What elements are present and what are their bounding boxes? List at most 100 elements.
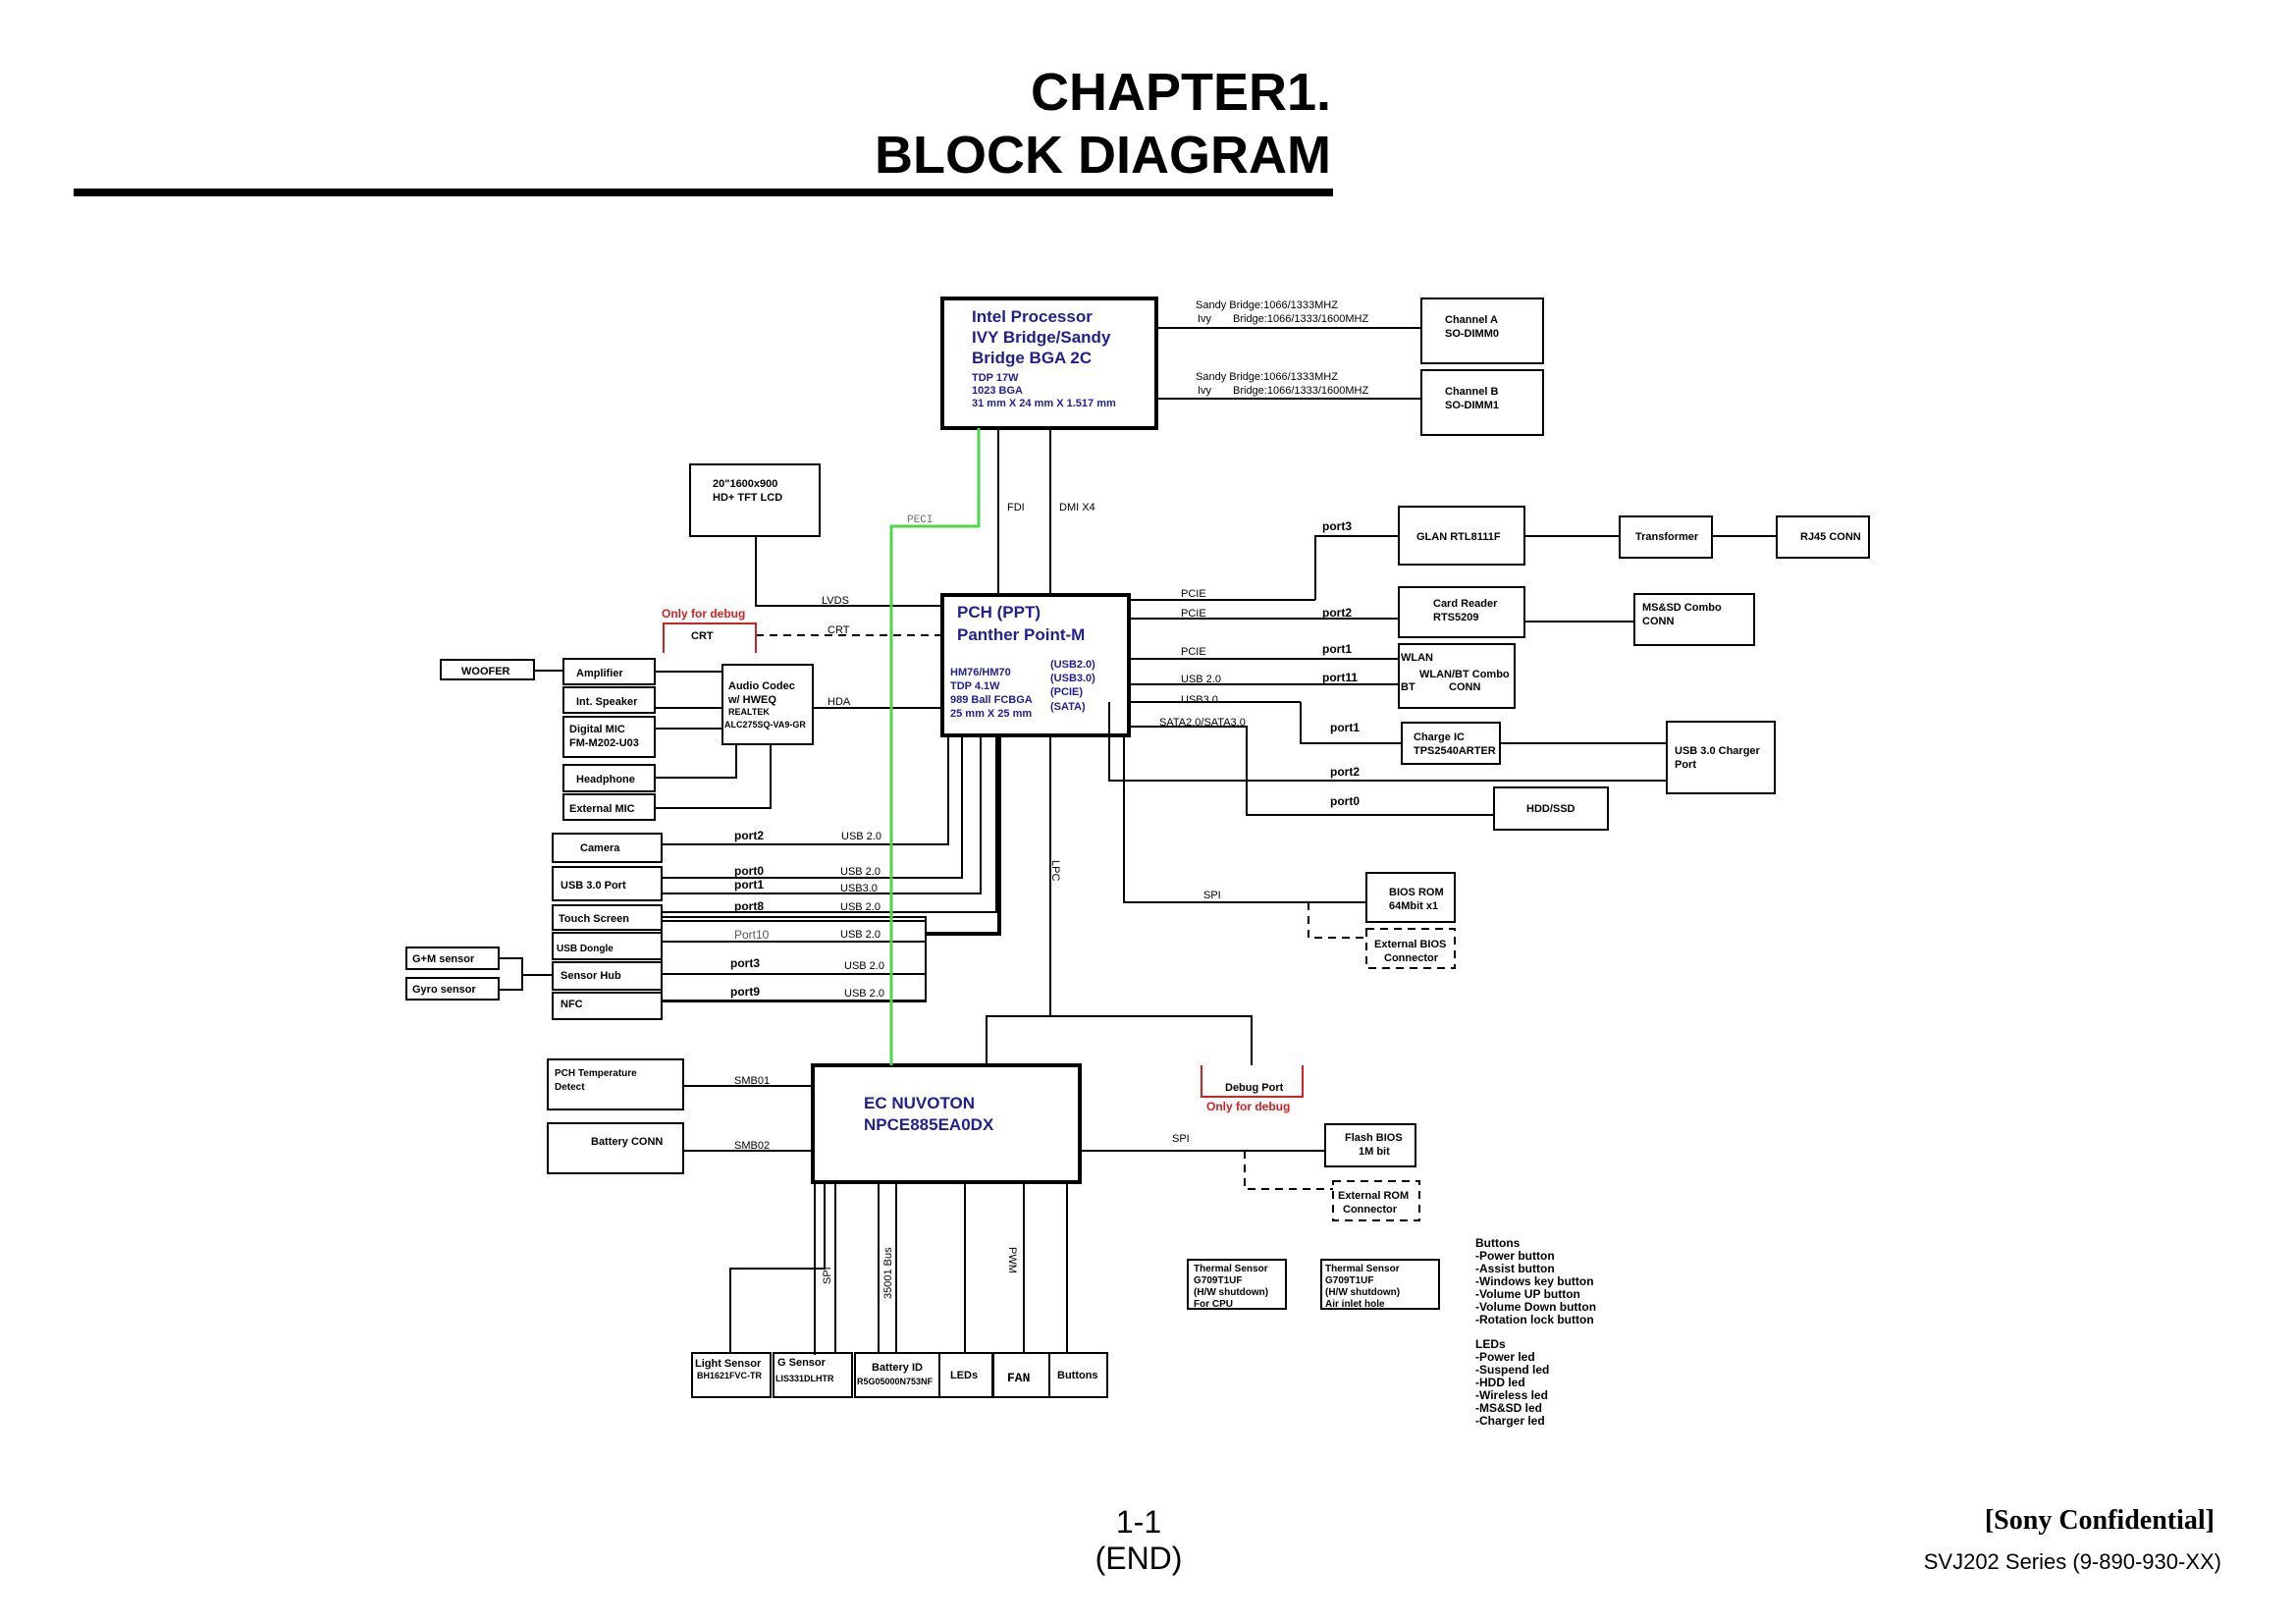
- flash-spi-label: SPI: [1172, 1133, 1190, 1145]
- port3-right: port3: [1322, 519, 1352, 533]
- leds-legend-line: LEDs: [1475, 1337, 1506, 1351]
- chapter-line: CHAPTER1.: [1030, 63, 1331, 122]
- chapter-title: CHAPTER1. BLOCK DIAGRAM: [785, 61, 1331, 187]
- buttons-legend-line: -Rotation lock button: [1475, 1313, 1594, 1326]
- light-sensor-label: Light Sensor: [695, 1358, 762, 1370]
- nfc-label: NFC: [561, 999, 583, 1010]
- port0-hdd: port0: [1330, 794, 1360, 808]
- lpc-label: LPC: [1049, 860, 1061, 881]
- buttons-legend-line: -Volume Down button: [1475, 1300, 1596, 1314]
- digital-mic-label: Digital MIC: [569, 724, 625, 735]
- cpu-label-3: Bridge BGA 2C: [972, 349, 1092, 367]
- port3-left: port3: [730, 956, 760, 970]
- cpu-label-2: IVY Bridge/Sandy: [972, 328, 1111, 347]
- flash-bios-box: [1324, 1123, 1416, 1167]
- card-reader-label: Card Reader: [1433, 598, 1498, 610]
- charge-ic-model: TPS2540ARTER: [1414, 745, 1496, 757]
- channel-a-dimm: SO-DIMM0: [1445, 328, 1499, 340]
- usb-charger-box: [1666, 721, 1776, 794]
- fdi-label: FDI: [1007, 502, 1025, 514]
- mem-b-ivy: Ivy: [1198, 385, 1212, 397]
- ext-rom-box: [1332, 1180, 1420, 1221]
- port2-left: port2: [734, 829, 764, 842]
- bus35-label: 35001 Bus: [882, 1247, 894, 1299]
- battery-id-model: R5G05000N753NF: [857, 1377, 934, 1386]
- thermal-air-shutdown: (H/W shutdown): [1325, 1287, 1400, 1298]
- port9-left: port9: [730, 985, 760, 999]
- usb3-port-label: USB 3.0 Port: [561, 880, 626, 892]
- port8-left: port8: [734, 899, 764, 913]
- hdd-label: HDD/SSD: [1526, 803, 1575, 815]
- confidential-label: [Sony Confidential]: [1984, 1505, 2215, 1536]
- gyro-sensor-label: Gyro sensor: [412, 984, 477, 996]
- ext-bios-label: External BIOS: [1374, 939, 1446, 950]
- channel-a-box: [1420, 298, 1544, 364]
- mem-b-speed-2: Bridge:1066/1333/1600MHZ: [1233, 385, 1368, 397]
- dmi-label: DMI X4: [1059, 502, 1095, 514]
- cpu-spec-3: 31 mm X 24 mm X 1.517 mm: [972, 398, 1116, 409]
- wlan-bt-label: WLAN/BT Combo: [1419, 669, 1510, 680]
- leds-legend-line: -HDD led: [1475, 1376, 1525, 1389]
- sata-label: SATA2.0/SATA3.0: [1159, 717, 1246, 729]
- pch-spec-1: HM76/HM70: [950, 667, 1011, 678]
- buttons-legend-line: -Assist button: [1475, 1262, 1555, 1275]
- rj45-label: RJ45 CONN: [1800, 531, 1861, 543]
- flash-bios-size: 1M bit: [1359, 1146, 1390, 1158]
- wlan-bt-conn: CONN: [1449, 681, 1480, 693]
- port1-left: port1: [734, 878, 764, 892]
- usb-p9-label: USB 2.0: [844, 988, 884, 1000]
- woofer-label: WOOFER: [461, 666, 510, 677]
- charge-ic-box: [1401, 722, 1501, 765]
- pcie-label-1: PCIE: [1181, 588, 1206, 600]
- pch-bus-4: (SATA): [1050, 701, 1086, 713]
- codec-label-2: w/ HWEQ: [727, 694, 776, 706]
- usb-charger-port: Port: [1675, 759, 1696, 771]
- usb-p0-label: USB 2.0: [840, 866, 881, 878]
- thermal-cpu-label: Thermal Sensor: [1194, 1264, 1268, 1274]
- channel-b-label: Channel B: [1445, 386, 1498, 398]
- bt-label: BT: [1401, 681, 1415, 693]
- mssd-box: [1633, 593, 1755, 646]
- glan-label: GLAN RTL8111F: [1416, 531, 1501, 543]
- rj45-box: [1776, 515, 1870, 559]
- pch-label-1: PCH (PPT): [957, 603, 1041, 622]
- thermal-air-label: Thermal Sensor: [1325, 1264, 1400, 1274]
- port0-left: port0: [734, 864, 764, 878]
- mssd-label: MS&SD Combo: [1642, 602, 1722, 614]
- digital-mic-model: FM-M202-U03: [569, 737, 639, 749]
- debug-crt-bracket: [663, 622, 757, 653]
- peci-label: PECI: [907, 514, 933, 526]
- wlan-label: WLAN: [1401, 652, 1433, 664]
- light-sensor-model: BH1621FVC-TR: [697, 1371, 763, 1380]
- lvds-label: LVDS: [822, 595, 849, 607]
- hdd-box: [1493, 786, 1609, 831]
- mem-a-ivy: Ivy: [1198, 313, 1212, 325]
- headphone-label: Headphone: [576, 774, 635, 785]
- usb-p3-label: USB 2.0: [844, 960, 884, 972]
- mem-b-speed-1: Sandy Bridge:1066/1333MHZ: [1196, 371, 1338, 383]
- mem-a-speed-2: Bridge:1066/1333/1600MHZ: [1233, 313, 1368, 325]
- gm-sensor-label: G+M sensor: [412, 953, 475, 965]
- lcd-label-2: HD+ TFT LCD: [713, 492, 782, 504]
- thermal-cpu-target: For CPU: [1194, 1299, 1233, 1310]
- codec-label-1: Audio Codec: [728, 680, 795, 692]
- pch-spec-4: 25 mm X 25 mm: [950, 708, 1032, 720]
- usb-charger-label: USB 3.0 Charger: [1675, 745, 1761, 757]
- crt-link-label: CRT: [828, 624, 850, 636]
- pch-temp-detect: Detect: [555, 1082, 585, 1093]
- speaker-box: [562, 686, 656, 714]
- debug-crt-note: Only for debug: [662, 607, 745, 621]
- buttons-legend-line: -Power button: [1475, 1249, 1555, 1263]
- usb-p10-label: USB 2.0: [840, 929, 881, 941]
- port1-right: port1: [1322, 642, 1352, 656]
- buttons-legend: Buttons-Power button-Assist button-Windo…: [1475, 1236, 1596, 1326]
- thermal-air-box: [1320, 1259, 1440, 1310]
- port10-left: Port10: [734, 928, 770, 942]
- codec-vendor: REALTEK: [728, 707, 770, 717]
- port11-right: port11: [1322, 671, 1358, 684]
- cpu-label-1: Intel Processor: [972, 307, 1093, 326]
- cpu-spec-2: 1023 BGA: [972, 385, 1023, 397]
- debug-port-label: Debug Port: [1225, 1082, 1284, 1094]
- pch-spec-2: TDP 4.1W: [950, 680, 1000, 692]
- buttons-legend-line: -Volume UP button: [1475, 1287, 1580, 1301]
